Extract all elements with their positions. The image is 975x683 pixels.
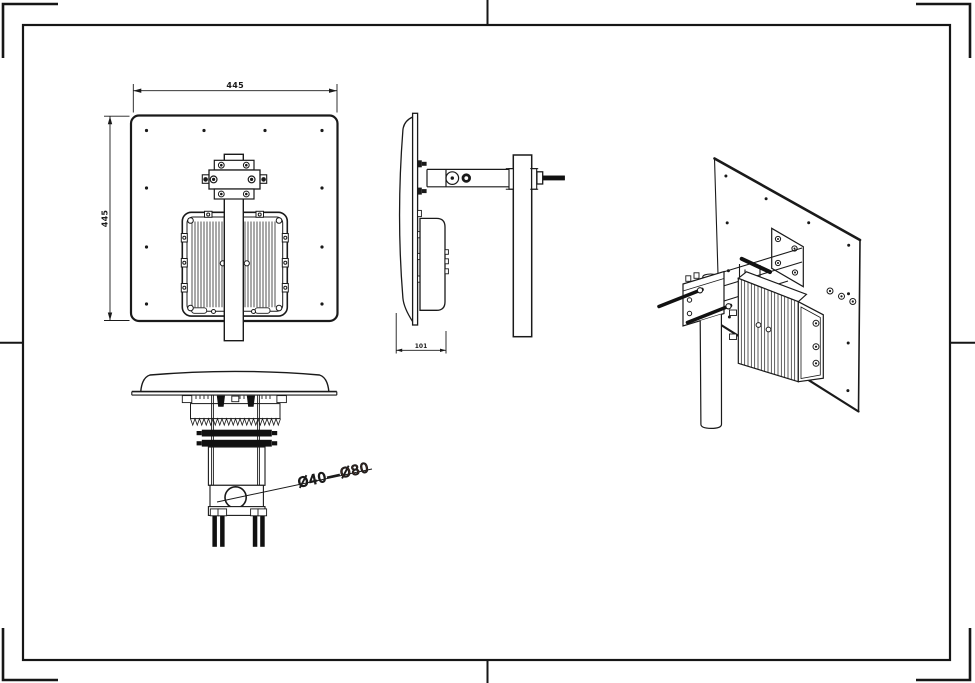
- iso-pole: [699, 314, 723, 430]
- iso-ubolt-rods: [657, 287, 733, 325]
- iso-threaded-rod-top: [739, 256, 772, 274]
- pole-diameter-max: Ø80: [339, 460, 371, 482]
- side-pivot-bolt: [445, 171, 460, 186]
- top-flange: [131, 390, 338, 396]
- top-clamp-plate: [209, 484, 264, 509]
- side-radome-profile: [398, 116, 414, 322]
- top-underside-fittings: [181, 395, 287, 407]
- pole-diameter-label: Ø40—Ø80: [296, 460, 370, 491]
- iso-mount-plate: [771, 227, 804, 288]
- side-lock-bolt: [461, 173, 471, 183]
- top-ubolt-legs: [212, 515, 265, 547]
- iso-heatsink-fins: [740, 279, 796, 381]
- side-threaded-rod: [536, 171, 565, 185]
- drawing-border: [21, 23, 952, 662]
- top-clamp-bands: [196, 429, 278, 447]
- view-isometric: [657, 157, 862, 430]
- side-heatsink-box: [419, 217, 446, 311]
- top-housing: [190, 403, 281, 420]
- side-mount-bolts: [417, 160, 427, 195]
- side-connectors: [444, 249, 449, 275]
- rear-pole-mast: [223, 153, 245, 342]
- panel-width-value: 445: [226, 81, 244, 90]
- view-side: 101: [395, 112, 565, 354]
- rear-heatsink-screws: [182, 212, 288, 314]
- pole-diameter-min: Ø40—: [296, 466, 342, 491]
- rear-mount-bracket: [201, 159, 268, 200]
- side-bracket-arm: [426, 168, 514, 188]
- iso-panel-holes: [724, 174, 851, 393]
- dimension-panel-width: 445: [132, 81, 338, 113]
- panel-height-value: 445: [101, 210, 110, 228]
- side-pole: [512, 154, 533, 338]
- iso-heatsink-side-face: [797, 300, 824, 383]
- iso-heatsink-bolts: [755, 287, 857, 367]
- top-bracket-body: [207, 446, 266, 486]
- pole-diameter-leader: [216, 468, 373, 503]
- iso-heatsink: [729, 271, 857, 383]
- rear-panel-holes: [144, 128, 324, 306]
- dimension-unit-depth: 101: [395, 313, 447, 354]
- top-radome-dome: [140, 370, 330, 392]
- view-top: Ø40—Ø80: [131, 370, 373, 547]
- top-rf-connector: [216, 395, 225, 407]
- dimension-panel-height: 445: [101, 115, 130, 321]
- unit-depth-value: 101: [415, 343, 428, 350]
- top-fin-teeth: [190, 417, 281, 427]
- side-panel-plate: [411, 112, 419, 326]
- top-rf-connector-2: [246, 395, 255, 407]
- view-rear: 445 445: [101, 81, 339, 342]
